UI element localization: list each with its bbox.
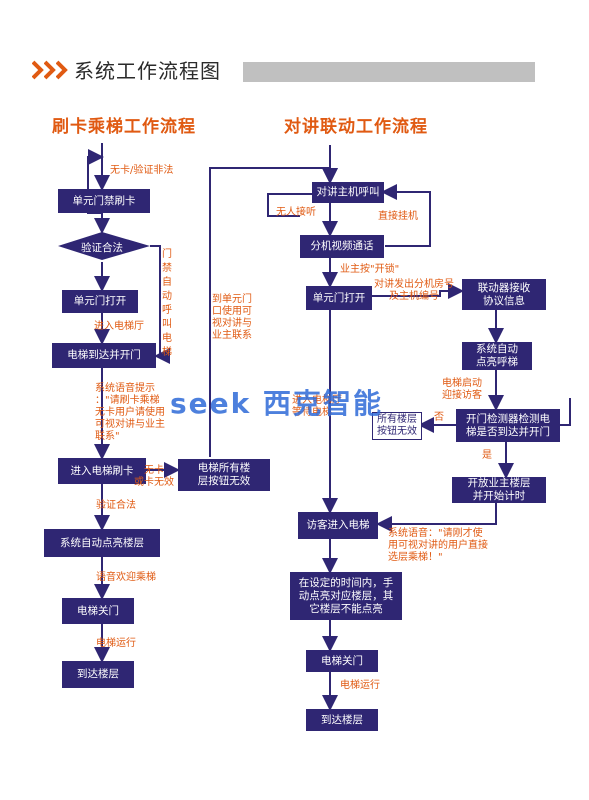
right-close-door-box: 电梯关门 <box>306 650 378 672</box>
send-room-label: 对讲发出分机房号 及主机编号 <box>374 279 454 302</box>
chevron-arrows-icon <box>32 60 68 84</box>
no-answer-label: 无人接听 <box>276 207 316 218</box>
door-open-box: 单元门打开 <box>62 290 138 313</box>
all-floors-invalid-box: 所有楼层 按钮无效 <box>372 412 422 440</box>
no-card-label: 无卡/验证非法 <box>110 165 174 176</box>
arrive-floor-box: 到达楼层 <box>62 661 134 688</box>
auto-call-vertical-label: 门禁自动呼叫电梯 <box>162 249 172 358</box>
yes-label: 是 <box>482 450 492 461</box>
manual-light-box: 在设定的时间内，手 动点亮对应楼层，其 它楼层不能点亮 <box>290 572 402 620</box>
page-title: 系统工作流程图 <box>74 58 229 84</box>
detect-box: 开门检测器检测电 梯是否到达并开门 <box>456 409 560 442</box>
auto-call-elevator-box: 系统自动 点亮呼梯 <box>462 342 532 370</box>
video-call-box: 分机视频通话 <box>300 235 384 258</box>
host-call-box: 对讲主机呼叫 <box>312 182 384 203</box>
owner-press-label: 业主按"开锁" <box>340 264 400 275</box>
open-floor-box: 开放业主楼层 并开始计时 <box>452 477 546 503</box>
hang-up-label: 直接挂机 <box>378 211 418 222</box>
wait-elevator-label: 进入电梯厅 等待电梯 <box>292 395 342 418</box>
no-card-or-invalid-label: 无卡 或卡无效 <box>134 465 174 488</box>
right-arrive-floor-box: 到达楼层 <box>306 709 378 731</box>
linkage-box: 联动器接收 协议信息 <box>462 279 546 310</box>
enter-hall-label: 进入电梯厅 <box>94 321 144 332</box>
watermark-text: seek 西克智能 <box>170 387 384 420</box>
close-door-box: 电梯关门 <box>62 598 134 624</box>
voice-welcome-label: 语音欢迎乘梯 <box>96 572 156 583</box>
voice-note-label: 系统语音："请刚才使 用可视对讲的用户直接 选层乘梯！" <box>388 528 488 563</box>
all-buttons-invalid-box: 电梯所有楼 层按钮无效 <box>178 459 270 491</box>
swipe-card-box: 单元门禁刷卡 <box>58 189 150 213</box>
verify-ok-label: 验证合法 <box>96 500 136 511</box>
right-flow-title: 对讲联动工作流程 <box>284 117 428 137</box>
no-label: 否 <box>434 412 444 423</box>
voice-prompt-label: 系统语音提示 ："请刷卡乘梯 无卡用户请使用 可视对讲与业主 联系" <box>95 383 165 442</box>
elevator-arrive-box: 电梯到达并开门 <box>52 343 156 368</box>
running-label: 电梯运行 <box>96 638 136 649</box>
visitor-enter-box: 访客进入电梯 <box>298 512 378 539</box>
elevator-start-label: 电梯启动 迎接访客 <box>442 378 482 401</box>
verify-diamond-label: 验证合法 <box>81 242 123 254</box>
verify-diamond-shape <box>58 232 150 260</box>
right-running-label: 电梯运行 <box>340 680 380 691</box>
header-bar <box>243 62 535 82</box>
auto-light-floor-box: 系统自动点亮楼层 <box>44 529 160 557</box>
right-door-open-box: 单元门打开 <box>306 286 372 310</box>
enter-swipe-box: 进入电梯刷卡 <box>58 458 146 484</box>
left-flow-title: 刷卡乘梯工作流程 <box>52 117 196 137</box>
intercom-note-label: 到单元门 口使用可 视对讲与 业主联系 <box>212 294 252 341</box>
